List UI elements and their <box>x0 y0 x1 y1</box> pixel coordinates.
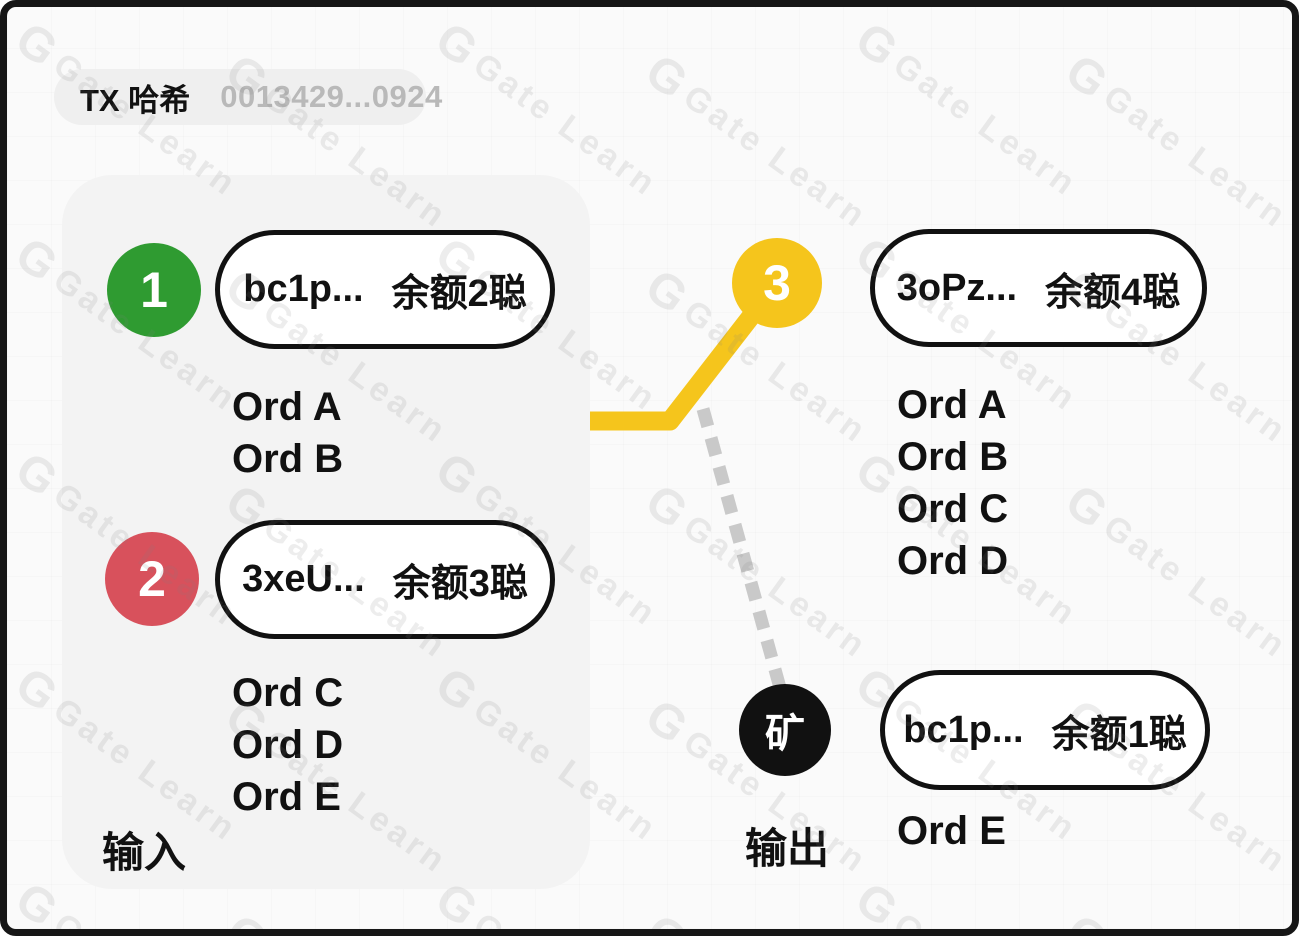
miner-badge: 矿 <box>739 684 831 776</box>
ordinal-item: Ord D <box>232 723 344 767</box>
tx-hash-value: 0013429...0924 <box>220 79 443 114</box>
ordinal-item: Ord C <box>232 671 344 715</box>
gate-logo-icon: G <box>5 657 67 723</box>
input-1-address: bc1p... <box>243 268 364 310</box>
tx-hash-label: TX 哈希 <box>80 82 191 118</box>
watermark-text: Gate Learn <box>886 905 1085 929</box>
gate-logo-icon: G <box>5 442 67 508</box>
gate-logo-icon: G <box>5 872 67 936</box>
miner-balance: 余额1聪 <box>1051 713 1187 756</box>
miner-fee-dashed-link <box>696 407 794 715</box>
gate-logo-icon: G <box>5 227 67 293</box>
input-2-balance: 余额3聪 <box>392 563 528 605</box>
output-3-balance: 余额4聪 <box>1045 271 1181 314</box>
watermark-text: Gate Learn <box>466 905 665 929</box>
output-3-address: 3oPz... <box>896 266 1018 309</box>
gate-logo-icon: G <box>1055 44 1117 110</box>
input-1-balance: 余额2聪 <box>391 273 527 315</box>
watermark-text: Gate Learn <box>1096 77 1296 236</box>
gate-logo-icon: G <box>425 12 487 78</box>
gate-logo-icon: G <box>635 44 697 110</box>
ordinal-item: Ord B <box>897 435 1009 479</box>
ordinal-item: Ord C <box>897 487 1009 531</box>
watermark-text: Gate Learn <box>676 507 876 666</box>
gate-logo-icon: G <box>635 259 697 325</box>
ordinal-item: Ord A <box>897 383 1007 427</box>
ordinal-item: Ord B <box>232 437 344 481</box>
gate-logo-icon: G <box>635 474 697 540</box>
gate-logo-icon: G <box>216 905 277 929</box>
input-address-pill-1: bc1p... 余额2聪 <box>215 230 555 349</box>
output-3-ordinals: Ord A Ord B Ord C Ord D <box>897 379 1008 587</box>
input-badge-1-number: 1 <box>140 262 168 318</box>
input-badge-1: 1 <box>107 243 201 337</box>
input-address-pill-2: 3xeU... 余额3聪 <box>215 520 555 639</box>
gate-logo-icon: G <box>1055 474 1117 540</box>
watermark-text: Gate Learn <box>46 905 245 929</box>
watermark-text: Gate Learn <box>886 45 1086 204</box>
gate-logo-icon: G <box>635 689 697 755</box>
miner-address: bc1p... <box>903 708 1024 751</box>
gate-logo-icon: G <box>636 905 697 929</box>
ordinal-item: Ord E <box>897 809 1006 853</box>
inputs-section-label: 输入 <box>102 829 187 876</box>
ordinal-item: Ord D <box>897 539 1009 583</box>
input-badge-2: 2 <box>105 532 199 626</box>
gate-logo-icon: G <box>845 872 907 936</box>
gate-logo-icon: G <box>1056 905 1117 929</box>
input-2-address: 3xeU... <box>242 558 365 600</box>
miner-badge-label: 矿 <box>765 712 805 756</box>
outputs-section-label: 输出 <box>745 825 830 872</box>
watermark-text: Gate Learn <box>1096 507 1296 666</box>
input-2-ordinals: Ord C Ord D Ord E <box>232 667 343 823</box>
watermark-text: Gate Learn <box>676 77 876 236</box>
miner-ordinals: Ord E <box>897 805 1006 857</box>
ordinal-item: Ord E <box>232 775 341 819</box>
output-badge-3: 3 <box>732 238 822 328</box>
output-address-pill-3: 3oPz... 余额4聪 <box>870 229 1207 347</box>
ordinal-item: Ord A <box>232 385 342 429</box>
gate-logo-icon: G <box>845 12 907 78</box>
tx-hash-pill: TX 哈希 0013429...0924 <box>54 69 442 125</box>
gate-logo-icon: G <box>5 12 67 78</box>
output-address-pill-miner: bc1p... 余额1聪 <box>880 670 1210 790</box>
input-1-ordinals: Ord A Ord B <box>232 381 343 485</box>
input-badge-2-number: 2 <box>138 551 166 607</box>
output-badge-3-number: 3 <box>763 255 791 311</box>
